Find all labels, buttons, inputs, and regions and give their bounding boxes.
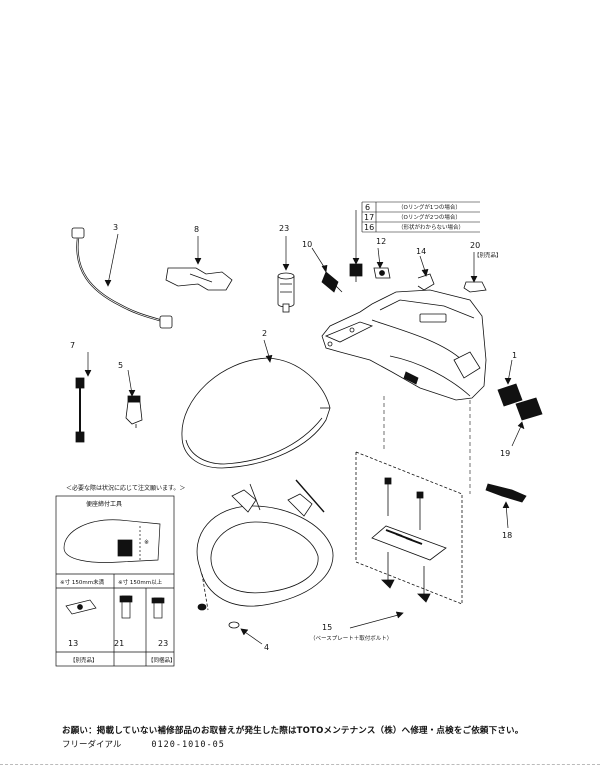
cylinder-part-23 <box>277 272 295 313</box>
label-part-19: 19 <box>500 449 510 458</box>
callout-table-6-17-16 <box>361 201 480 233</box>
label-part-23b: 23 <box>158 639 168 648</box>
cap-part-20 <box>463 281 487 293</box>
label-part-6: 6 <box>365 203 370 212</box>
footer-request-note: お願い：掲載していない補修部品のお取替えが発生した際はTOTOメンテナンス（株）… <box>62 726 524 736</box>
note-base-plate: （ベースプレート＋取付ボルト） <box>310 634 392 642</box>
pipe-part-7 <box>75 377 85 443</box>
label-part-23: 23 <box>279 224 289 233</box>
label-part-8: 8 <box>194 225 199 234</box>
inset-separate-label: 【別売品】 <box>70 656 98 664</box>
label-part-3: 3 <box>113 223 118 232</box>
label-part-15: 15 <box>322 623 332 632</box>
free-dial-label: フリーダイアル <box>62 740 122 750</box>
mounting-plate-part-8 <box>165 267 233 291</box>
footer-free-dial: フリーダイアル 0120-1010-05 <box>62 738 225 750</box>
label-part-7: 7 <box>70 341 75 350</box>
label-part-1: 1 <box>512 351 517 360</box>
inset-tool-label: 便座締付工具 <box>86 500 122 508</box>
label-part-18: 18 <box>502 531 512 540</box>
inset-included-label: 【同梱品】 <box>148 656 176 664</box>
valve-part-12 <box>373 267 391 279</box>
label-part-10: 10 <box>302 240 312 249</box>
label-part-21: 21 <box>114 639 124 648</box>
base-plate-part-15 <box>355 451 463 605</box>
label-part-17: 17 <box>364 213 374 222</box>
washlet-main-unit <box>321 289 487 401</box>
label-part-20: 20 <box>470 241 480 250</box>
inset-tools-box <box>55 495 175 667</box>
inset-under-150: ※寸 150mm未満 <box>60 578 105 586</box>
inset-header: ＜必要な際は状況に応じて注文願います。＞ <box>66 484 185 492</box>
note-separate-20: 【別売品】 <box>474 251 502 259</box>
note-o-ring-1: （Oリングが1つの場合） <box>398 203 461 211</box>
valve-part-5 <box>125 395 143 428</box>
seat-lid-part-2 <box>181 357 331 469</box>
supply-hose-part-3 <box>71 227 173 329</box>
leader-arrows <box>84 210 525 645</box>
toilet-seat-ring <box>196 479 334 629</box>
nozzle-connector-part-10 <box>321 271 343 293</box>
side-covers-part-1 <box>497 383 543 421</box>
page-bottom-divider <box>0 764 600 765</box>
label-part-16: 16 <box>364 223 374 232</box>
inset-over-150: ※寸 150mm以上 <box>118 578 163 586</box>
label-part-4: 4 <box>264 643 269 652</box>
label-part-2: 2 <box>262 329 267 338</box>
note-unknown-shape: （形状がわからない場合） <box>398 223 464 231</box>
label-part-13: 13 <box>68 639 78 648</box>
bracket-part-18 <box>485 483 527 503</box>
inset-dim-mark: ※ <box>144 539 149 546</box>
part-number-labels: 3 8 23 10 6 17 16 （Oリングが1つの場合） （Oリングが2つの… <box>60 203 517 664</box>
label-part-14: 14 <box>416 247 426 256</box>
free-dial-number: 0120-1010-05 <box>151 740 225 750</box>
note-o-ring-2: （Oリングが2つの場合） <box>398 213 461 221</box>
label-part-12: 12 <box>376 237 386 246</box>
label-part-5: 5 <box>118 361 123 370</box>
fitting-part-6 <box>349 263 363 282</box>
